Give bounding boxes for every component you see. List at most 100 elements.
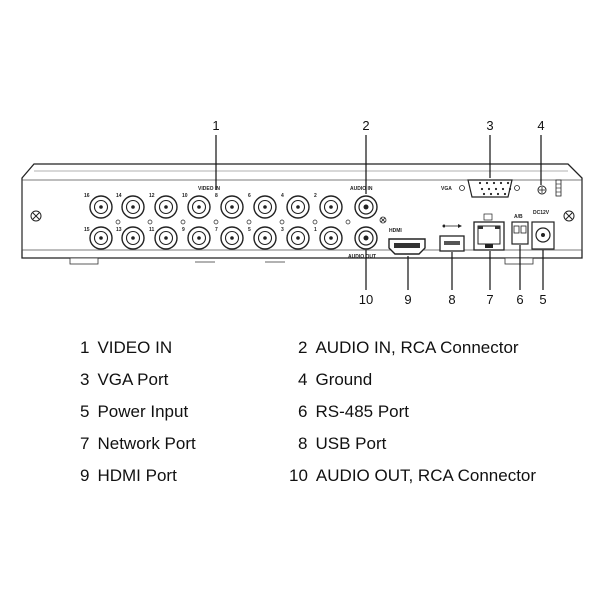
vga-panel-label: VGA: [441, 186, 452, 192]
audio-in-panel-label: AUDIO IN: [350, 186, 373, 192]
panel-screw-hole: [345, 219, 351, 225]
bnc-pin: [164, 205, 168, 209]
bnc-pin: [263, 236, 267, 240]
ground-terminal: [537, 185, 547, 195]
network-port: [473, 221, 505, 251]
legend-item: 10 AUDIO OUT, RCA Connector: [289, 466, 536, 486]
legend-item: 3 VGA Port: [80, 370, 168, 390]
channel-number: 16: [84, 193, 90, 199]
bnc-pin: [230, 205, 234, 209]
panel-screw-hole: [180, 219, 186, 225]
bnc-pin: [131, 236, 135, 240]
legend-text: AUDIO IN, RCA Connector: [315, 338, 519, 357]
channel-number: 13: [116, 227, 122, 233]
callout-8: 8: [448, 292, 455, 307]
legend-text: Power Input: [97, 402, 189, 421]
callout-7: 7: [486, 292, 493, 307]
screw-left: [30, 210, 42, 222]
legend-number: 1: [80, 338, 90, 357]
vga-pin: [508, 187, 512, 191]
video-in-panel-label: VIDEO IN: [198, 186, 220, 192]
vga-pin: [489, 192, 493, 196]
channel-number: 3: [281, 227, 284, 233]
legend-text: AUDIO OUT, RCA Connector: [315, 466, 537, 485]
vga-pin: [501, 187, 505, 191]
channel-number: 2: [314, 193, 317, 199]
hdmi-panel-label: HDMI: [389, 228, 402, 234]
vent-slots: [555, 179, 562, 197]
legend-number: 8: [298, 434, 308, 453]
bnc-pin: [197, 205, 201, 209]
legend-number: 7: [80, 434, 90, 453]
bnc-pin: [99, 205, 103, 209]
audio-out-panel-label: AUDIO OUT: [348, 254, 376, 260]
bnc-pin: [99, 236, 103, 240]
vga-pin: [496, 192, 500, 196]
callout-9: 9: [404, 292, 411, 307]
callout-1: 1: [212, 118, 219, 133]
bnc-pin: [131, 205, 135, 209]
panel-screw-hole: [312, 219, 318, 225]
channel-number: 1: [314, 227, 317, 233]
legend-item: 7 Network Port: [80, 434, 196, 454]
usb-icon: [442, 224, 462, 228]
callout-6: 6: [516, 292, 523, 307]
channel-number: 7: [215, 227, 218, 233]
vga-pin: [485, 181, 489, 185]
bnc-pin: [329, 236, 333, 240]
callout-lines: [215, 135, 544, 290]
channel-number: 5: [248, 227, 251, 233]
legend-number: 5: [80, 402, 90, 421]
vga-pin: [480, 187, 484, 191]
audio-in-connector: [354, 195, 378, 219]
vga-pin: [487, 187, 491, 191]
legend-number: 3: [80, 370, 90, 389]
legend-text: USB Port: [315, 434, 387, 453]
callout-3: 3: [486, 118, 493, 133]
legend-item: 6 RS-485 Port: [298, 402, 409, 422]
legend-text: Network Port: [97, 434, 196, 453]
ab-panel-label: A/B: [514, 214, 523, 220]
vga-pin: [494, 187, 498, 191]
callout-4: 4: [537, 118, 544, 133]
channel-number: 11: [149, 227, 155, 233]
panel-screw-hole: [213, 219, 219, 225]
audio-out-connector: [354, 226, 378, 250]
legend-text: VGA Port: [97, 370, 169, 389]
channel-number: 6: [248, 193, 251, 199]
callout-5: 5: [539, 292, 546, 307]
bnc-pin: [230, 236, 234, 240]
vga-port: [459, 179, 520, 198]
channel-number: 9: [182, 227, 185, 233]
dc-panel-label: DC12V: [533, 210, 550, 216]
channel-number: 12: [149, 193, 155, 199]
bnc-pin: [263, 205, 267, 209]
channel-number: 15: [84, 227, 90, 233]
legend-number: 2: [298, 338, 308, 357]
vga-pin: [478, 181, 482, 185]
legend-number: 10: [289, 466, 308, 485]
legend-text: RS-485 Port: [315, 402, 410, 421]
rs485-port: [511, 221, 529, 245]
callout-10: 10: [359, 292, 373, 307]
usb-port: [439, 235, 465, 252]
legend-number: 6: [298, 402, 308, 421]
legend-item: 2 AUDIO IN, RCA Connector: [298, 338, 519, 358]
legend-item: 8 USB Port: [298, 434, 386, 454]
bnc-pin: [164, 236, 168, 240]
channel-number: 8: [215, 193, 218, 199]
vga-pin: [499, 181, 503, 185]
callout-2: 2: [362, 118, 369, 133]
panel-screw-hole: [115, 219, 121, 225]
panel-screw-hole: [279, 219, 285, 225]
legend-item: 5 Power Input: [80, 402, 188, 422]
legend-text: HDMI Port: [97, 466, 177, 485]
channel-number: 4: [281, 193, 284, 199]
channel-number: 10: [182, 193, 188, 199]
legend-text: Ground: [315, 370, 373, 389]
